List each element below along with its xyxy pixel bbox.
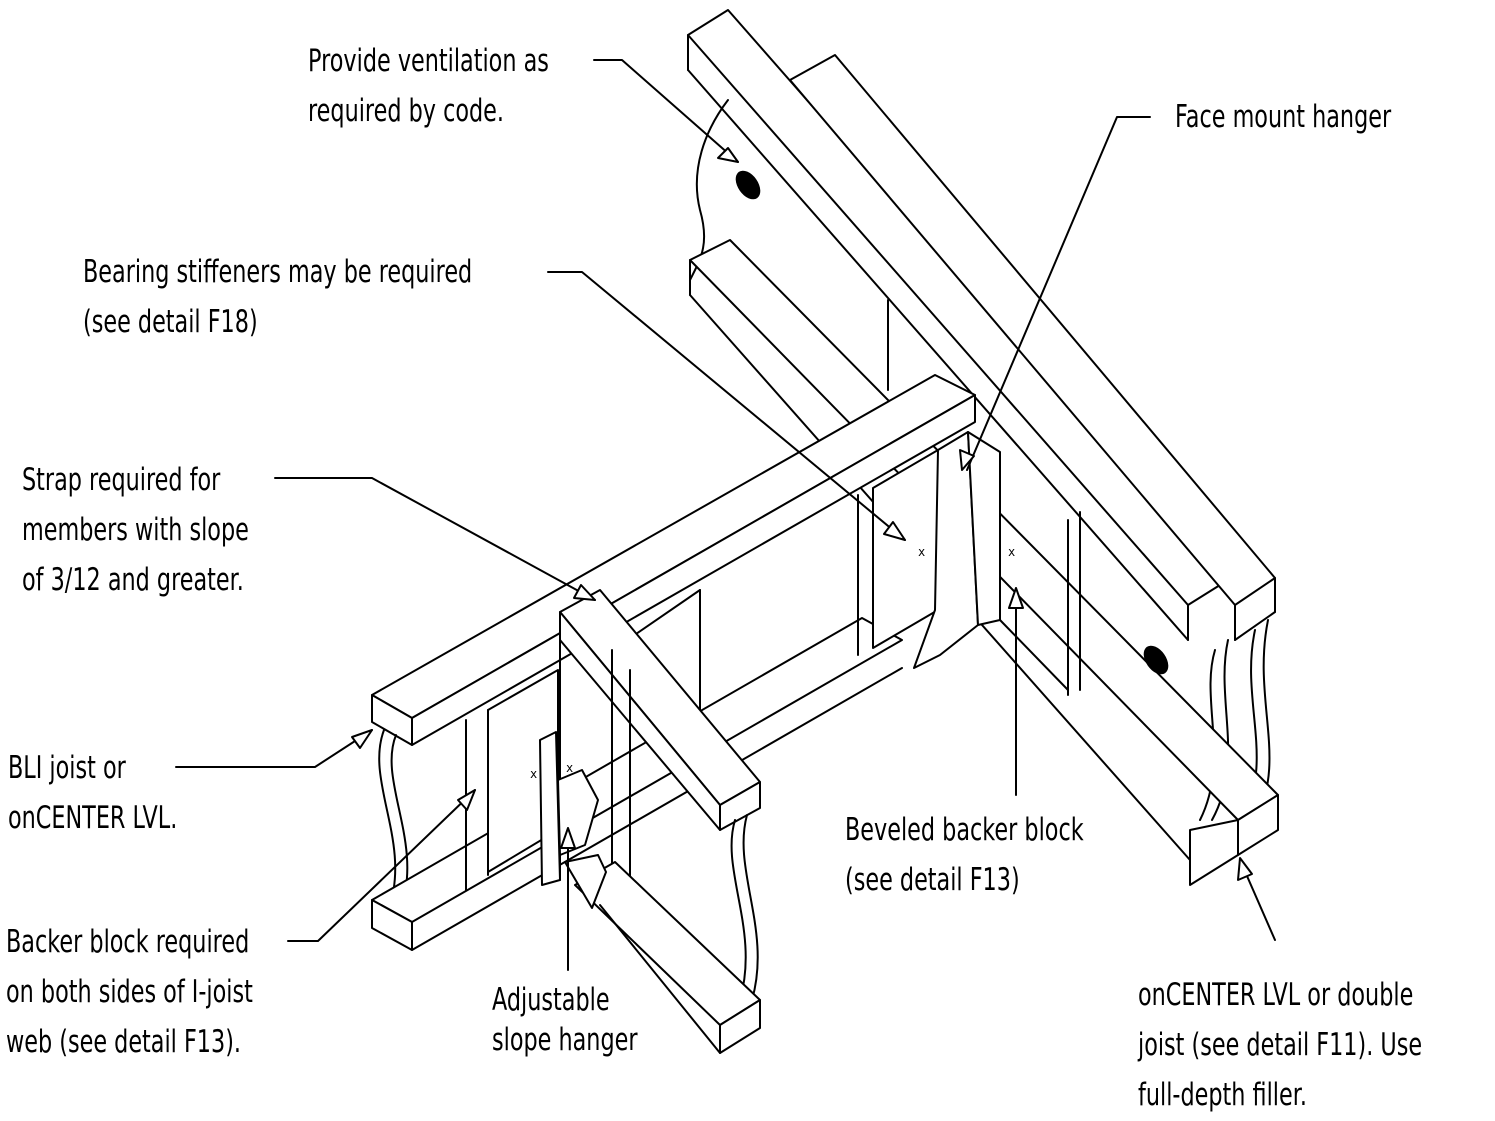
- callout-oncenter-line-2: joist (see detail F11). Use: [1138, 1027, 1423, 1063]
- callout-bli-joist: BLI joist or onCENTER LVL.: [8, 743, 177, 843]
- sloped-i-joist: [559, 589, 761, 1054]
- callout-beveled-line-2: (see detail F13): [845, 862, 1020, 898]
- callout-oncenter-lvl: onCENTER LVL or double joist (see detail…: [1138, 970, 1422, 1120]
- callout-bearing-stiffeners: Bearing stiffeners may be required (see …: [83, 247, 472, 347]
- svg-text:x: x: [1008, 545, 1015, 559]
- vent-hole-rear: [735, 170, 761, 200]
- leader-lines: [175, 59, 1276, 971]
- callout-oncenter-line-3: full-depth filler.: [1138, 1077, 1307, 1113]
- leader-ventilation: [593, 59, 739, 163]
- callout-beveled-line-1: Beveled backer block: [845, 812, 1084, 848]
- callout-adjustable-line-1: Adjustable: [492, 982, 610, 1018]
- callout-strap-line-3: of 3/12 and greater.: [22, 562, 244, 598]
- callout-face-mount-hanger: Face mount hanger: [1175, 92, 1391, 142]
- callout-strap-line-1: Strap required for: [22, 462, 221, 498]
- callout-beveled-backer: Beveled backer block (see detail F13): [845, 805, 1084, 905]
- callout-oncenter-line-1: onCENTER LVL or double: [1138, 977, 1414, 1013]
- callout-ventilation: Provide ventilation as required by code.: [308, 36, 549, 136]
- callout-face-mount-line-1: Face mount hanger: [1175, 99, 1392, 135]
- callout-bearing-line-1: Bearing stiffeners may be required: [83, 254, 473, 290]
- svg-text:x: x: [530, 767, 537, 781]
- vent-hole-front: [1143, 645, 1169, 675]
- leader-backer: [287, 789, 476, 942]
- callout-backer-line-2: on both sides of I-joist: [6, 974, 253, 1010]
- callout-ventilation-line-1: Provide ventilation as: [308, 43, 549, 79]
- callout-backer-block: Backer block required on both sides of I…: [6, 917, 253, 1067]
- callout-bli-line-1: BLI joist or: [8, 750, 126, 786]
- callout-strap: Strap required for members with slope of…: [22, 455, 249, 605]
- leader-face-mount: [966, 116, 1151, 471]
- callout-strap-line-2: members with slope: [22, 512, 249, 548]
- callout-ventilation-line-2: required by code.: [308, 93, 505, 129]
- callout-backer-line-1: Backer block required: [6, 924, 250, 960]
- callout-backer-line-3: web (see detail F13).: [6, 1024, 242, 1060]
- callout-bli-line-2: onCENTER LVL.: [8, 800, 178, 836]
- svg-text:x: x: [566, 761, 573, 775]
- slope-hanger-strap: [539, 731, 561, 886]
- callout-adjustable-hanger: Adjustable slope hanger: [492, 980, 638, 1060]
- leader-bearing: [547, 271, 906, 541]
- leader-bli: [175, 729, 373, 768]
- slope-hanger-tab: [564, 854, 607, 909]
- svg-text:x: x: [918, 545, 925, 559]
- backer-block-right: [872, 449, 939, 649]
- leader-strap: [274, 477, 596, 601]
- callout-bearing-line-2: (see detail F18): [83, 304, 258, 340]
- callout-adjustable-line-2: slope hanger: [492, 1022, 638, 1058]
